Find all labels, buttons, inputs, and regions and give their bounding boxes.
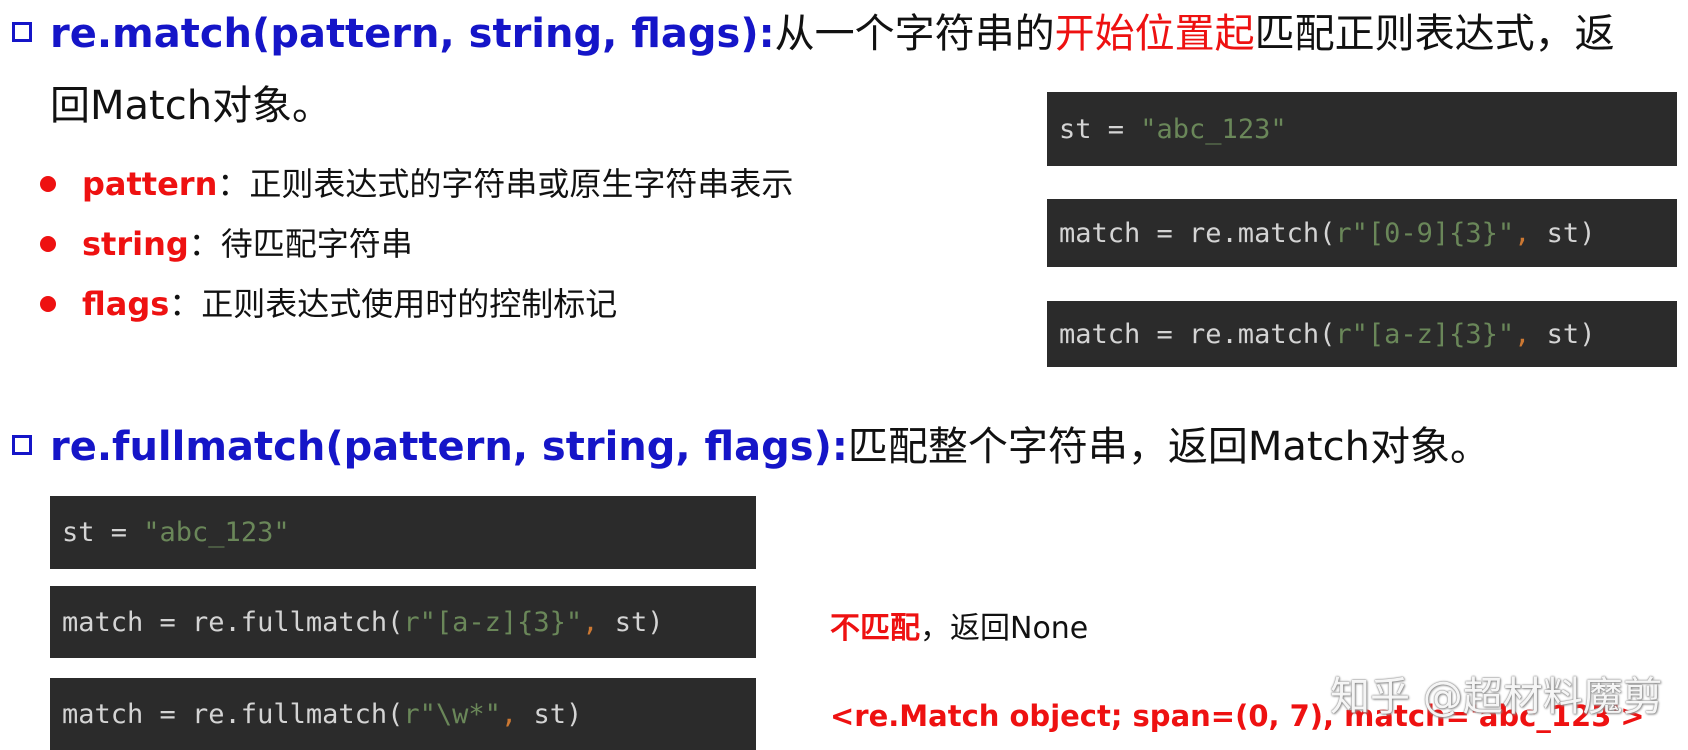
fullmatch-heading: re.fullmatch(pattern, string, flags):匹配整… <box>50 423 1490 471</box>
param-item-pattern: pattern：正则表达式的字符串或原生字符串表示 <box>82 164 793 204</box>
match-desc-continued: 回Match对象。 <box>50 83 333 129</box>
code-block-fullmatch-letters: match = re.fullmatch(r"[a-z]{3}", st) <box>50 586 756 658</box>
match-desc-highlight: 开始位置起 <box>1054 11 1255 57</box>
code-block-st-assign-2: st = "abc_123" <box>50 496 756 569</box>
param-name: pattern <box>82 165 218 203</box>
code-string: "abc_123" <box>1140 113 1287 145</box>
code-block-fullmatch-word: match = re.fullmatch(r"\w*", st) <box>50 678 756 750</box>
code-token: match = re.match( <box>1059 217 1336 249</box>
param-desc: ：待匹配字符串 <box>188 225 413 263</box>
code-token: match = re.fullmatch( <box>62 698 404 730</box>
code-token: match = re.match( <box>1059 318 1336 350</box>
fullmatch-signature: re.fullmatch(pattern, string, flags): <box>50 424 848 470</box>
param-name: flags <box>82 285 170 323</box>
checkbox-bullet-icon <box>12 22 32 42</box>
code-string: r"[a-z]{3}" <box>403 606 583 638</box>
code-punct: , <box>1514 217 1531 249</box>
match-desc-after: 匹配正则表达式，返 <box>1254 11 1615 57</box>
checkbox-bullet-icon <box>12 435 32 455</box>
code-token: st = <box>1059 113 1141 145</box>
bullet-dot-icon <box>40 176 56 192</box>
result-no-match: 不匹配，返回None <box>830 610 1088 648</box>
code-token: st) <box>1530 318 1596 350</box>
code-token: st) <box>598 606 664 638</box>
code-block-st-assign: st = "abc_123" <box>1047 92 1677 166</box>
code-string: r"[a-z]{3}" <box>1335 318 1515 350</box>
code-string: r"\w*" <box>403 698 501 730</box>
code-block-match-letters: match = re.match(r"[a-z]{3}", st) <box>1047 301 1677 367</box>
code-token: st = <box>62 517 144 548</box>
code-token: match = re.fullmatch( <box>62 606 404 638</box>
code-block-match-digits: match = re.match(r"[0-9]{3}", st) <box>1047 199 1677 267</box>
match-desc-before: 从一个字符串的 <box>774 11 1055 57</box>
result-match-object: <re.Match object; span=(0, 7), match='ab… <box>830 699 1645 733</box>
code-string: "abc_123" <box>143 517 290 548</box>
result-no-match-label: 不匹配 <box>830 611 920 646</box>
param-name: string <box>82 225 189 263</box>
fullmatch-desc: 匹配整个字符串，返回Match对象。 <box>847 424 1490 470</box>
code-punct: , <box>500 698 518 730</box>
code-string: r"[0-9]{3}" <box>1335 217 1515 249</box>
param-item-string: string：待匹配字符串 <box>82 224 413 264</box>
param-item-flags: flags：正则表达式使用时的控制标记 <box>82 284 617 324</box>
match-signature: re.match(pattern, string, flags): <box>50 11 775 57</box>
code-token: st) <box>517 698 583 730</box>
result-no-match-rest: ，返回None <box>920 611 1089 646</box>
param-desc: ：正则表达式的字符串或原生字符串表示 <box>217 165 794 203</box>
code-punct: , <box>1514 318 1531 350</box>
bullet-dot-icon <box>40 236 56 252</box>
watermark: 知乎 @超材料魔剪 <box>1330 674 1663 720</box>
param-desc: ：正则表达式使用时的控制标记 <box>169 285 618 323</box>
code-punct: , <box>582 606 599 638</box>
match-heading: re.match(pattern, string, flags):从一个字符串的… <box>50 10 1615 58</box>
code-token: st) <box>1530 217 1596 249</box>
bullet-dot-icon <box>40 296 56 312</box>
